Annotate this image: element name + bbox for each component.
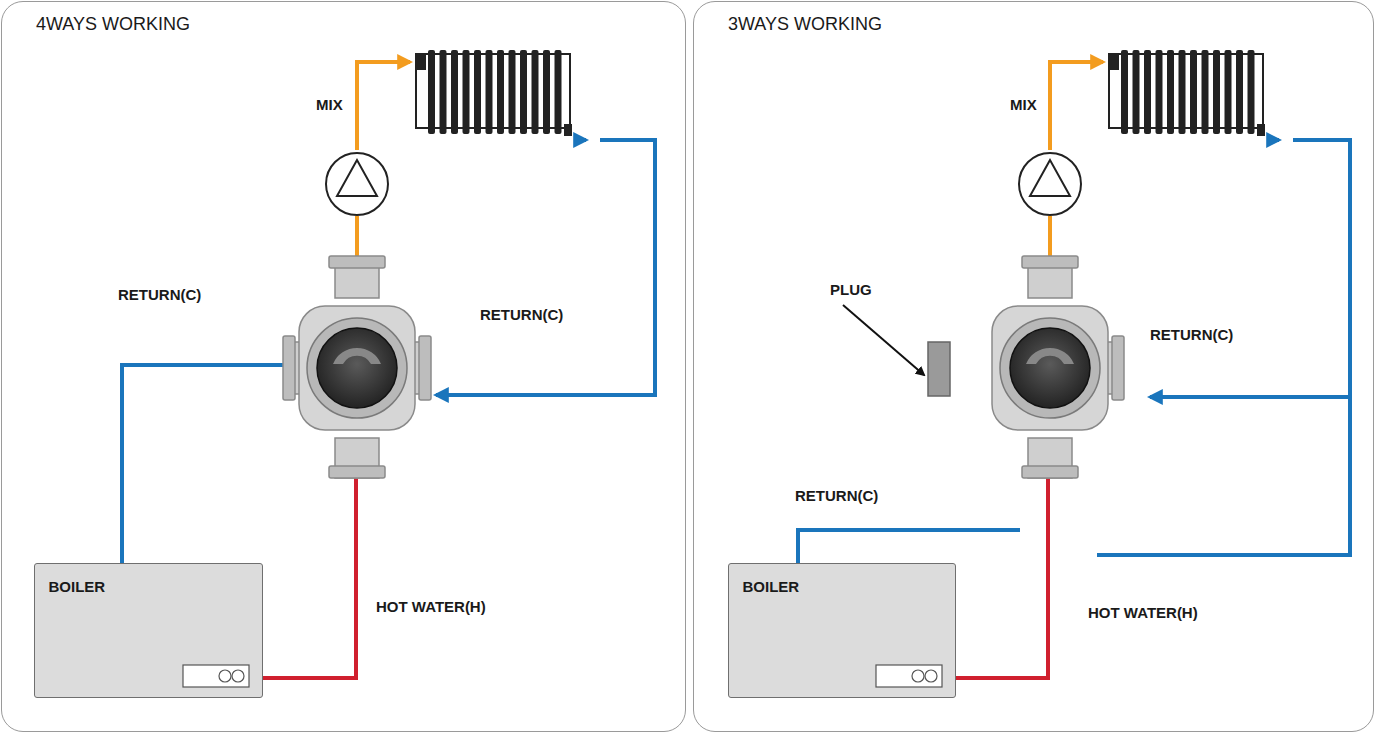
radiator-cap — [1257, 124, 1265, 136]
valve-flange — [1022, 466, 1078, 478]
radiator-fin — [1202, 50, 1209, 134]
mix-pipe — [355, 216, 359, 258]
radiator-fin — [1121, 50, 1128, 134]
valve-indicator — [1026, 348, 1074, 364]
radiator-fin — [1225, 50, 1232, 134]
valve-ring — [1000, 318, 1100, 418]
leader-line — [843, 305, 924, 375]
boiler-box: BOILER — [728, 563, 956, 698]
radiator — [416, 50, 572, 136]
boiler-box: BOILER — [34, 563, 263, 698]
radiator-fin — [1167, 50, 1174, 134]
return-pipe — [1097, 140, 1350, 555]
boiler-control — [182, 664, 252, 690]
radiator-cap — [416, 54, 426, 70]
radiator-fin — [463, 50, 470, 134]
radiator-fin — [509, 50, 516, 134]
radiator-fin — [543, 50, 550, 134]
valve-body — [992, 306, 1108, 430]
valve-knob — [1010, 328, 1090, 408]
radiator-fin — [474, 50, 481, 134]
pipe-label: RETURN(C) — [480, 306, 563, 323]
return-pipe — [574, 138, 586, 142]
pipe-label: HOT WATER(H) — [376, 598, 486, 615]
flow-label: MIX — [316, 96, 343, 113]
pipe-label: HOT WATER(H) — [1088, 604, 1198, 621]
radiator-fin — [451, 50, 458, 134]
pipe-label: RETURN(C) — [1150, 326, 1233, 343]
radiator-fin — [520, 50, 527, 134]
valve-ring — [307, 318, 407, 418]
radiator-fin — [428, 50, 435, 134]
boiler-control — [875, 664, 945, 690]
return-pipe — [1267, 138, 1279, 142]
radiator-fin — [1190, 50, 1197, 134]
valve-body — [299, 306, 415, 430]
radiator — [1109, 50, 1265, 136]
return-pipe — [436, 140, 655, 395]
valve-flange — [329, 256, 385, 268]
boiler-label: BOILER — [729, 564, 955, 595]
plug — [928, 342, 950, 396]
pipe-label: RETURN(C) — [795, 487, 878, 504]
mix-pipe — [1050, 62, 1103, 150]
flow-label: MIX — [1010, 96, 1037, 113]
panel-title: 3WAYS WORKING — [728, 14, 882, 35]
radiator-cap — [564, 124, 572, 136]
valve-knob — [317, 328, 397, 408]
valve-indicator — [333, 348, 381, 364]
panel-title: 4WAYS WORKING — [36, 14, 190, 35]
boiler-label: BOILER — [35, 564, 262, 595]
radiator-fin — [1144, 50, 1151, 134]
radiator-fin — [497, 50, 504, 134]
return-pipe — [1150, 395, 1350, 399]
radiator-fin — [1213, 50, 1220, 134]
radiator-fin — [1248, 50, 1255, 134]
radiator-fin — [555, 50, 562, 134]
radiator-fin — [1156, 50, 1163, 134]
return-pipe — [122, 365, 286, 576]
panel: 4WAYS WORKING BOILER — [1, 1, 686, 732]
radiator-fin — [1179, 50, 1186, 134]
four-way-valve — [283, 256, 431, 478]
pump-symbol — [1019, 153, 1081, 215]
pipe-label: RETURN(C) — [118, 286, 201, 303]
radiator-fin — [532, 50, 539, 134]
mix-pipe — [357, 62, 410, 150]
valve-flange — [329, 466, 385, 478]
radiator-fin — [1133, 50, 1140, 134]
radiator-fin — [1236, 50, 1243, 134]
radiator-fin — [440, 50, 447, 134]
valve-flange — [1112, 336, 1124, 400]
mix-pipe — [1048, 216, 1052, 258]
part-label: PLUG — [830, 281, 872, 298]
valve-flange — [419, 336, 431, 400]
radiator-fin — [486, 50, 493, 134]
radiator-cap — [1109, 54, 1119, 70]
pump-symbol — [326, 153, 388, 215]
valve-flange — [1022, 256, 1078, 268]
valve-flange — [283, 336, 295, 400]
three-way-valve — [992, 256, 1124, 478]
